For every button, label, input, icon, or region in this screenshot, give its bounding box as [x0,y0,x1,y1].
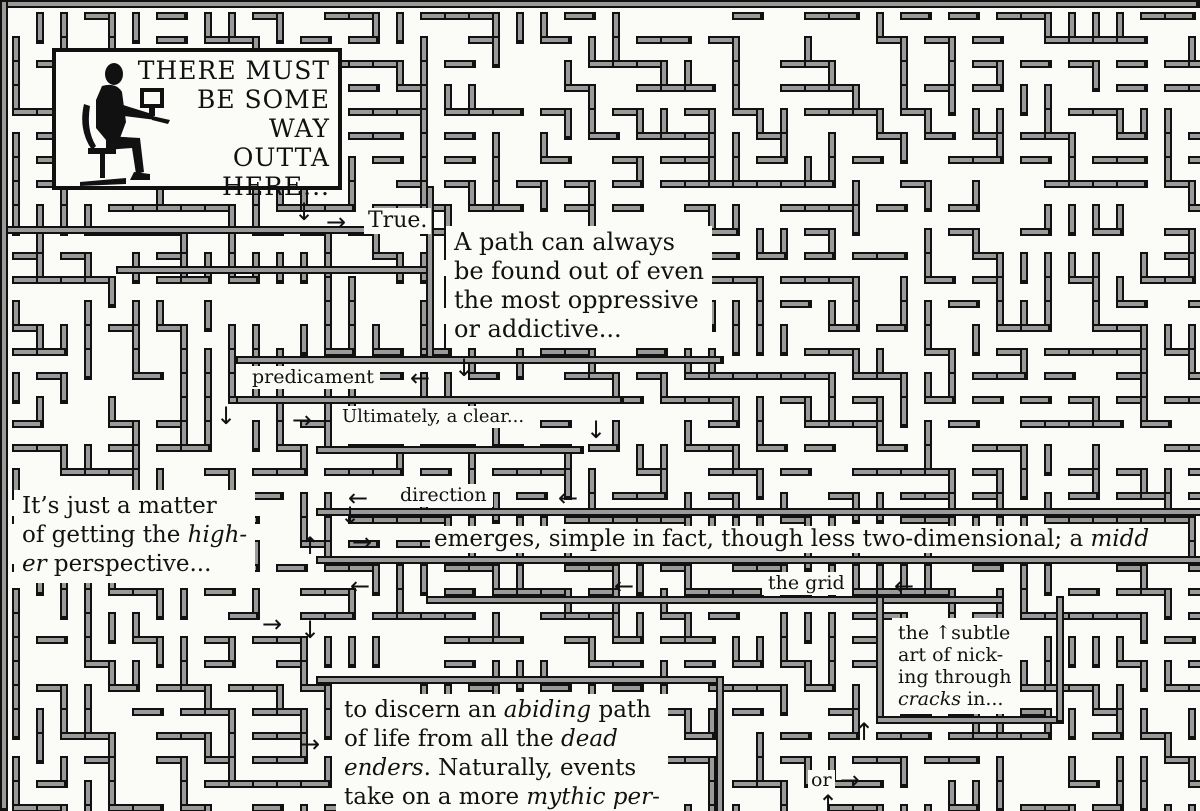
title-line: HERE... [222,172,330,201]
text-segment: in... [960,688,1004,710]
text-line: enders. Naturally, events [344,754,660,783]
title-line: WAY [269,114,330,143]
text-segment: take on a more [344,784,527,810]
text-segment: path [591,697,651,723]
text-line: or addictive... [454,315,622,343]
text-line: of life from all the dead [344,725,660,754]
title-line: OUTTA [232,143,330,172]
text-italic: abiding [503,697,592,723]
arrow-right-icon: → [300,730,321,758]
arrow-right-icon: → [292,406,313,434]
text-or: or [808,770,835,791]
text-line: be found out of even [454,257,704,285]
arrow-right-icon: → [352,528,373,556]
title-line: THERE MUST [137,56,330,85]
arrow-down-icon: ↓ [300,616,321,644]
text-predicament: predicament [246,366,380,389]
text-line: cracks in... [898,688,1012,710]
arrow-left-icon: ← [614,572,635,600]
text-italic: mythic per- [526,784,660,810]
text-emerges-main: emerges, simple in fact, though less two… [434,526,1084,552]
text-line: art of nick- [898,644,1004,666]
text-line: It’s just a matter [22,493,217,519]
text-higher-block: It’s just a matter of getting the high- … [14,490,256,583]
text-line: to discern an abiding path [344,696,660,725]
arrow-up-icon: ↑ [300,532,321,560]
text-discern-block: to discern an abiding path of life from … [336,694,668,811]
title-line: BE SOME [196,85,330,114]
panel-title: THERE MUST BE SOME WAY OUTTA HERE... [138,56,330,201]
arrow-up-icon: ↑ [935,622,952,644]
text-segment: of getting the [22,522,188,548]
text-segment: perspective... [46,551,212,577]
text-direction: direction [394,484,493,507]
arrow-down-icon: ↓ [586,416,607,444]
text-the-grid: the grid [762,572,851,595]
arrow-right-icon: → [326,208,347,236]
arrow-right-icon: → [840,766,861,794]
text-emerges: emerges, simple in fact, though less two… [430,526,1154,553]
arrow-down-icon: ↓ [294,198,315,226]
text-italic: cracks [898,688,961,710]
text-line: A path can always [454,228,675,256]
arrow-left-icon: ← [894,572,915,600]
arrow-left-icon: ← [350,572,371,600]
seated-person-at-computer-icon [80,63,170,186]
text-true: True. [364,208,432,234]
arrow-left-icon: ← [410,364,431,392]
text-italic: dead [561,726,618,752]
text-segment: of life from all the [344,726,562,752]
text-line: the ↑subtle [898,622,1012,644]
text-middle-partial: midd [1090,526,1150,552]
arrow-down-icon: ↓ [216,402,237,430]
arrow-down-icon: ↓ [454,354,475,382]
arrow-left-icon: ← [558,484,579,512]
arrow-right-icon: → [262,610,283,638]
text-segment: the [898,622,930,644]
arrow-left-icon: ← [348,484,369,512]
text-line: take on a more mythic per- [344,783,660,811]
arrow-up-icon: ↑ [818,790,839,811]
text-segment: subtle [951,622,1011,644]
arrow-up-icon: ↑ [854,718,875,746]
text-italic: enders [344,755,424,781]
text-line: the most oppressive [454,286,699,314]
text-segment: to discern an [344,697,504,723]
text-subtle-block: the ↑subtle art of nick- ing through cra… [892,618,1018,714]
text-line: er perspective... [22,550,247,579]
text-ultimately: Ultimately, a clear... [336,406,531,428]
title-panel: THERE MUST BE SOME WAY OUTTA HERE... [52,48,342,201]
text-line: of getting the high- [22,521,247,550]
text-italic: er [22,551,47,577]
text-line: ing through [898,666,1012,688]
text-italic: high- [187,522,248,548]
arrow-down-icon: ↓ [340,502,361,530]
text-segment: . Naturally, events [423,755,637,781]
text-path-block: A path can always be found out of even t… [446,226,712,348]
